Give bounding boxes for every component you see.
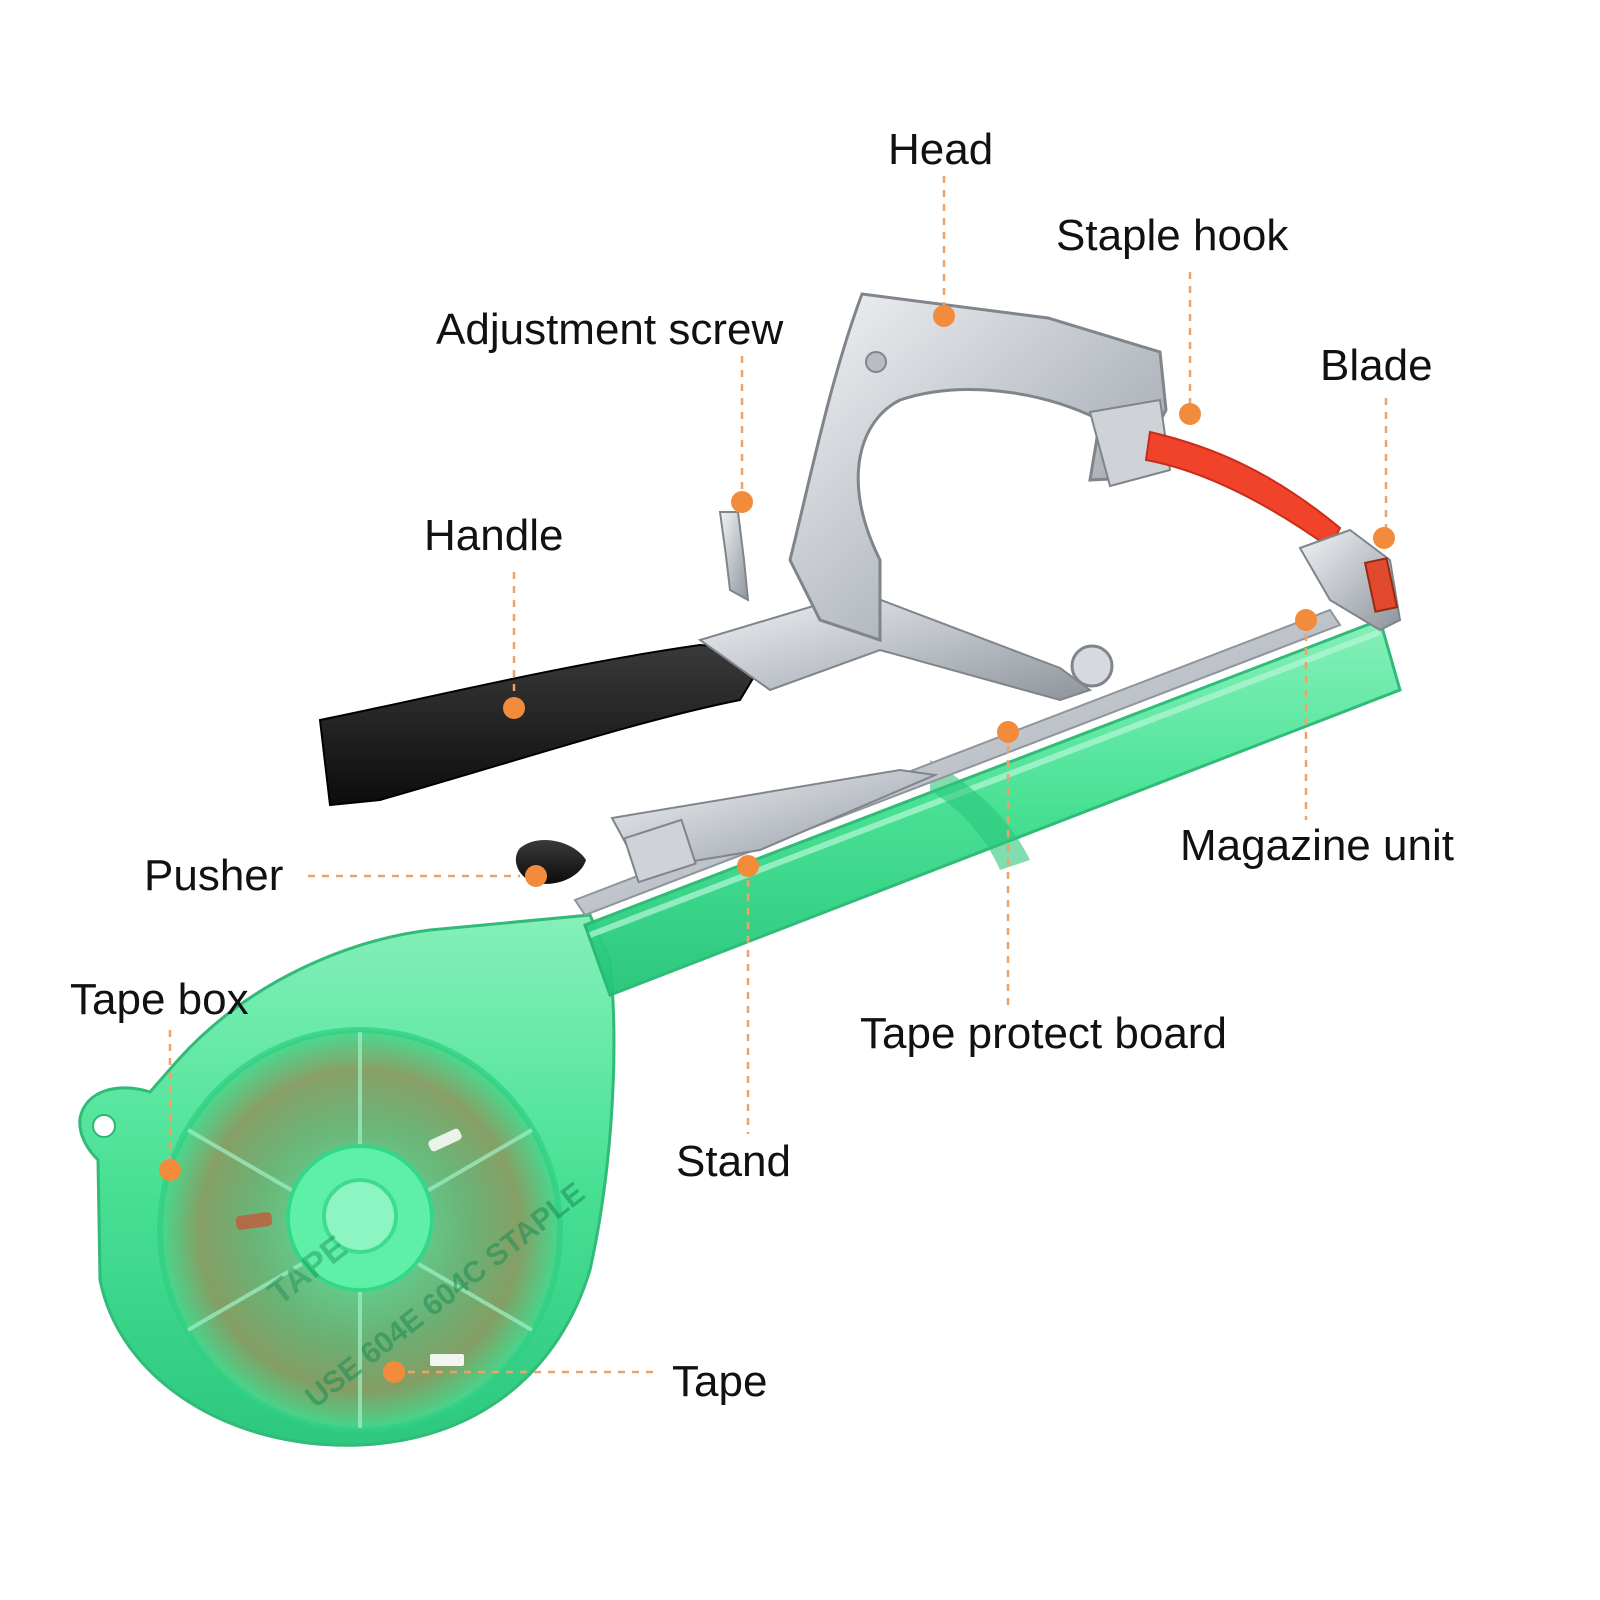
label-tape: Tape — [672, 1357, 768, 1406]
marker-magazine-unit — [1295, 609, 1317, 631]
marker-head — [933, 305, 955, 327]
adjustment-screw-bracket — [718, 511, 750, 602]
marker-pusher — [525, 865, 547, 887]
marker-blade — [1373, 527, 1395, 549]
blade-assembly — [1298, 528, 1402, 632]
label-adjustment-screw: Adjustment screw — [436, 305, 784, 354]
marker-tape — [383, 1361, 405, 1383]
label-staple-hook: Staple hook — [1056, 211, 1289, 260]
marker-staple-hook — [1179, 403, 1201, 425]
marker-tape-box — [159, 1159, 181, 1181]
label-blade: Blade — [1320, 341, 1433, 390]
label-tape-protect-board: Tape protect board — [860, 1009, 1227, 1058]
marker-adjustment-screw — [731, 491, 753, 513]
tape-box-body: USE 604E 604C STAPLE TAPE — [78, 913, 616, 1447]
label-handle: Handle — [424, 511, 564, 560]
marker-tape-protect-board — [997, 721, 1019, 743]
markers — [159, 305, 1395, 1383]
label-stand: Stand — [676, 1137, 791, 1186]
stand-assembly — [515, 768, 939, 884]
label-head: Head — [888, 125, 994, 174]
label-pusher: Pusher — [144, 851, 284, 900]
marker-stand — [737, 855, 759, 877]
label-magazine-unit: Magazine unit — [1180, 821, 1454, 870]
marker-handle — [503, 697, 525, 719]
leader-lines — [168, 176, 1388, 1374]
head-assembly — [788, 292, 1172, 643]
red-tape-strip — [1144, 430, 1342, 550]
label-tape-box: Tape box — [70, 975, 249, 1024]
